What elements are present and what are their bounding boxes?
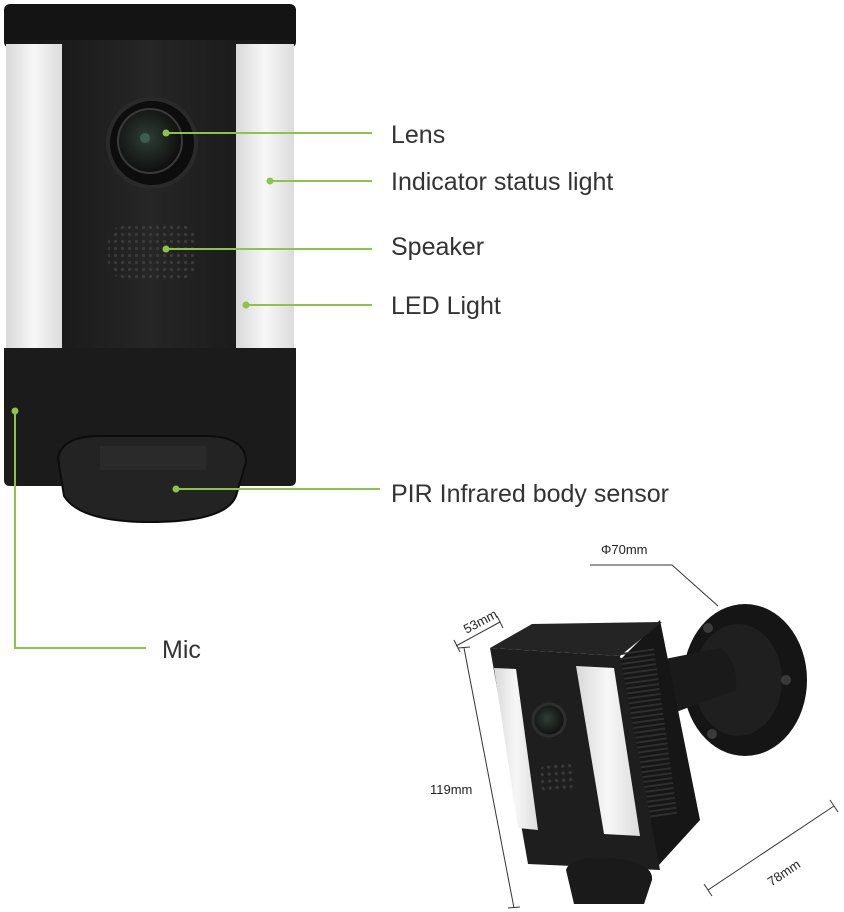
mount-diameter-label: Φ70mm — [601, 542, 648, 557]
small-pir-dome — [566, 857, 653, 904]
small-camera-top — [490, 622, 662, 656]
small-speaker-grill — [539, 763, 577, 793]
right-led-panel — [236, 44, 294, 350]
led-label: LED Light — [391, 292, 501, 320]
mount-screw-3 — [707, 729, 717, 739]
small-right-panel — [576, 666, 640, 836]
small-camera-side-ribs — [618, 648, 678, 822]
callout-lines — [11, 129, 380, 649]
height-label: 119mm — [430, 782, 472, 797]
led-dot — [242, 301, 250, 309]
mic-label: Mic — [162, 636, 201, 664]
side-view-camera — [490, 604, 807, 904]
dimension-lines — [453, 564, 839, 909]
mount-screw-2 — [781, 675, 791, 685]
pir-label: PIR Infrared body sensor — [391, 480, 669, 508]
width-label: 78mm — [765, 856, 803, 889]
small-left-panel — [494, 668, 538, 830]
lens-glass — [117, 108, 183, 174]
small-lens — [531, 702, 567, 738]
pir-dot — [172, 485, 180, 493]
speaker-dot — [162, 245, 170, 253]
pir-sensor-highlight — [100, 446, 206, 470]
mount-arm — [660, 648, 737, 712]
main-camera — [4, 4, 296, 524]
speaker-grill — [108, 224, 198, 280]
indicator-label: Indicator status light — [391, 168, 613, 196]
indicator-dot — [266, 177, 274, 185]
depth-label: 53mm — [461, 606, 500, 636]
left-led-panel — [6, 44, 62, 350]
mic-dot — [11, 407, 19, 415]
lens-label: Lens — [391, 121, 445, 149]
mount-screw-1 — [703, 623, 713, 633]
camera-top-cap — [4, 4, 296, 48]
lens-dot — [162, 129, 170, 137]
lens-reflection — [140, 133, 150, 143]
speaker-label: Speaker — [391, 233, 484, 261]
